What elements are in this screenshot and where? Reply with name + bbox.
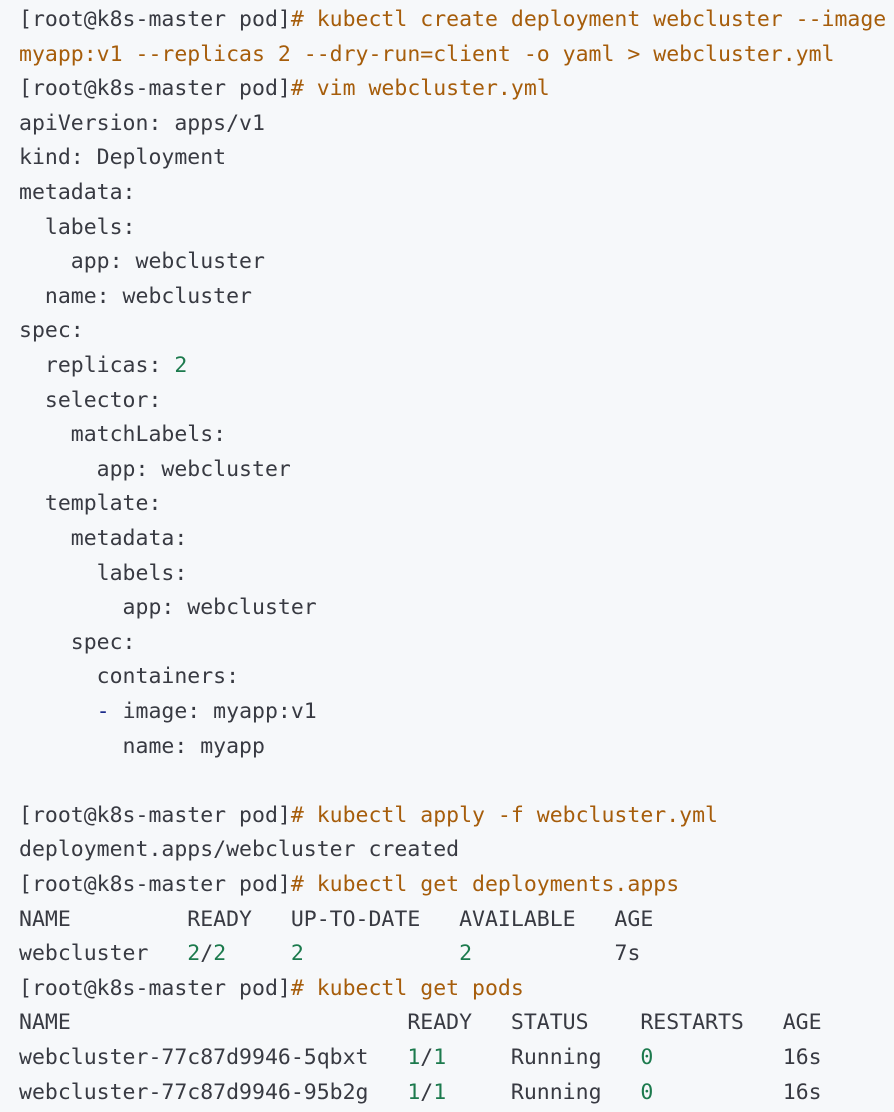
numeric-value: 0 [640,1045,654,1070]
terminal-line: [root@k8s-master pod]# vim webcluster.ym… [0,72,550,107]
terminal-line: containers: [0,660,239,695]
terminal-line: metadata: [0,522,188,557]
line-text: containers: [19,664,240,690]
shell-command: # kubectl get deployments.apps [290,872,680,897]
shell-prompt: [root@k8s-master pod] [19,872,291,897]
terminal-line: app: webcluster [0,245,265,280]
numeric-value: 1 [407,1079,421,1105]
numeric-value: 0 [640,1079,654,1105]
line-text: selector: [19,387,162,413]
numeric-value: 2 [174,353,188,378]
line-text: apiVersion: apps/v1 [19,110,265,136]
line-text: labels: [19,560,188,586]
numeric-value: 1 [407,1045,421,1070]
line-text: labels: [19,214,136,240]
numeric-value: 1 [433,1045,447,1070]
terminal-line: webcluster-77c87d9946-5qbxt 1/1 Running … [0,1041,822,1076]
shell-command: myapp:v1 --replicas 2 --dry-run=client -… [19,41,835,67]
terminal-line: name: myapp [0,730,265,765]
line-text: 16s [653,1045,822,1070]
shell-prompt: [root@k8s-master pod] [19,76,291,102]
terminal-line: myapp:v1 --replicas 2 --dry-run=client -… [0,38,834,73]
numeric-value: 2 [290,941,304,967]
line-text: NAME READY UP-TO-DATE AVAILABLE AGE [19,906,654,932]
line-text: template: [19,491,162,517]
line-text: webcluster-77c87d9946-5qbxt [19,1045,408,1070]
terminal-line: webcluster 2/2 2 2 7s [0,937,640,972]
line-text: metadata: [19,526,188,551]
line-text: webcluster-77c87d9946-95b2g [19,1079,408,1105]
line-text: deployment.apps/webcluster created [19,837,460,863]
terminal-line: metadata: [0,176,136,211]
terminal-line: spec: [0,314,84,349]
shell-command: # kubectl apply -f webcluster.yml [290,802,718,828]
line-text: spec: [19,318,84,344]
line-text: spec: [19,629,136,655]
line-text: name: webcluster [19,283,252,309]
line-text: 16s [653,1079,822,1105]
line-text: image: myapp:v1 [109,699,317,724]
shell-prompt: [root@k8s-master pod] [19,7,291,32]
terminal-line: replicas: 2 [0,349,187,384]
line-text [304,941,459,966]
shell-prompt: [root@k8s-master pod] [19,802,291,828]
line-text: app: webcluster [19,249,265,275]
line-text: app: webcluster [19,456,291,482]
numeric-value: 2 [213,941,227,967]
line-text: app: webcluster [19,595,317,621]
terminal-line: webcluster-77c87d9946-95b2g 1/1 Running … [0,1076,822,1111]
yaml-list-dash: - [96,699,110,724]
terminal-line: NAME READY UP-TO-DATE AVAILABLE AGE [0,903,653,938]
line-text: kind: Deployment [19,145,227,171]
terminal-line: NAME READY STATUS RESTARTS AGE [0,1006,822,1041]
numeric-value: 2 [459,941,473,967]
line-text: Running [446,1079,641,1105]
numeric-value: 1 [433,1079,447,1105]
terminal-line: deployment.apps/webcluster created [0,833,459,868]
numeric-value: 2 [187,941,201,967]
terminal-line: - image: myapp:v1 [0,695,317,730]
terminal-line: selector: [0,384,162,419]
line-text: name: myapp [19,733,265,759]
line-text: / [420,1045,434,1070]
terminal-line: labels: [0,557,188,592]
terminal-line: matchLabels: [0,418,226,453]
line-text: webcluster [19,941,188,967]
line-text: metadata: [19,180,136,205]
line-text [472,941,614,966]
line-text [19,699,97,724]
terminal-line [0,764,19,799]
terminal-line: [root@k8s-master pod]# kubectl get deplo… [0,868,679,903]
line-text [226,941,291,966]
terminal-line: [root@k8s-master pod]# kubectl apply -f … [0,799,718,834]
line-text: / [420,1079,434,1105]
shell-command: # vim webcluster.yml [290,76,550,102]
line-text: 7s [614,941,641,967]
terminal-line: kind: Deployment [0,141,226,176]
shell-command: # kubectl get pods [290,975,524,1001]
terminal-line: app: webcluster [0,591,317,626]
terminal-line: app: webcluster [0,453,291,488]
line-text: replicas: [19,353,175,378]
line-text: / [200,941,214,967]
terminal-line: labels: [0,211,136,246]
terminal-line: spec: [0,626,136,661]
shell-command: # kubectl create deployment webcluster -… [290,7,887,32]
line-text: Running [446,1045,641,1070]
terminal-line: apiVersion: apps/v1 [0,107,265,142]
line-text: NAME READY STATUS RESTARTS AGE [19,1010,822,1036]
terminal-line: [root@k8s-master pod]# kubectl create de… [0,3,886,38]
terminal-line: name: webcluster [0,280,252,315]
terminal-line: [root@k8s-master pod]# kubectl get pods [0,972,524,1007]
line-text: matchLabels: [19,422,227,448]
shell-prompt: [root@k8s-master pod] [19,975,291,1001]
terminal-line: template: [0,487,162,522]
